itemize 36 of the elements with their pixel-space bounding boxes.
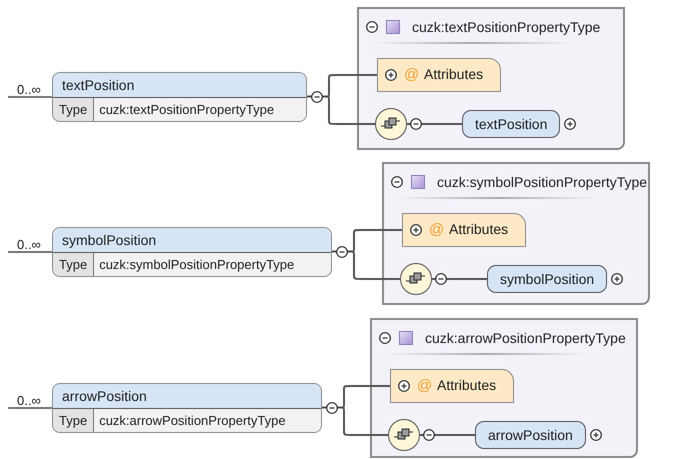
connector-line <box>407 123 462 125</box>
element-name: symbolPosition <box>53 228 331 253</box>
child-element: symbolPosition <box>487 265 608 293</box>
attributes-box <box>402 213 526 247</box>
connector-line <box>420 434 475 436</box>
attributes-label: Attributes <box>437 377 496 393</box>
sequence-circle <box>400 263 432 295</box>
type-name: cuzk:symbolPositionPropertyType <box>437 174 648 190</box>
element-name: textPosition <box>53 73 306 98</box>
attributes-label: Attributes <box>424 66 484 82</box>
child-element: arrowPosition <box>475 421 586 449</box>
child-element: textPosition <box>462 110 560 138</box>
attribute-symbol: @ <box>404 66 420 83</box>
type-name: cuzk:arrowPositionPropertyType <box>425 330 626 346</box>
attribute-symbol: @ <box>417 377 432 394</box>
attribute-symbol: @ <box>429 221 444 238</box>
connector-line <box>432 278 487 280</box>
sequence-circle <box>375 108 407 140</box>
attributes-label: Attributes <box>449 221 508 237</box>
type-panel <box>382 162 650 305</box>
attributes-box <box>377 58 501 92</box>
type-panel <box>357 7 625 150</box>
element-box <box>52 383 322 433</box>
attributes-box <box>390 369 514 403</box>
cardinality-label: 0..∞ <box>17 82 41 97</box>
element-name: arrowPosition <box>53 384 321 409</box>
cardinality-label: 0..∞ <box>17 393 41 408</box>
type-label: Type <box>53 98 94 121</box>
type-label: Type <box>53 409 94 432</box>
sequence-circle <box>388 419 420 451</box>
element-box <box>52 72 307 122</box>
type-name: cuzk:textPositionPropertyType <box>412 19 600 35</box>
type-label: Type <box>53 253 94 276</box>
cardinality-label: 0..∞ <box>17 237 41 252</box>
element-box <box>52 227 332 277</box>
type-panel <box>370 318 638 458</box>
